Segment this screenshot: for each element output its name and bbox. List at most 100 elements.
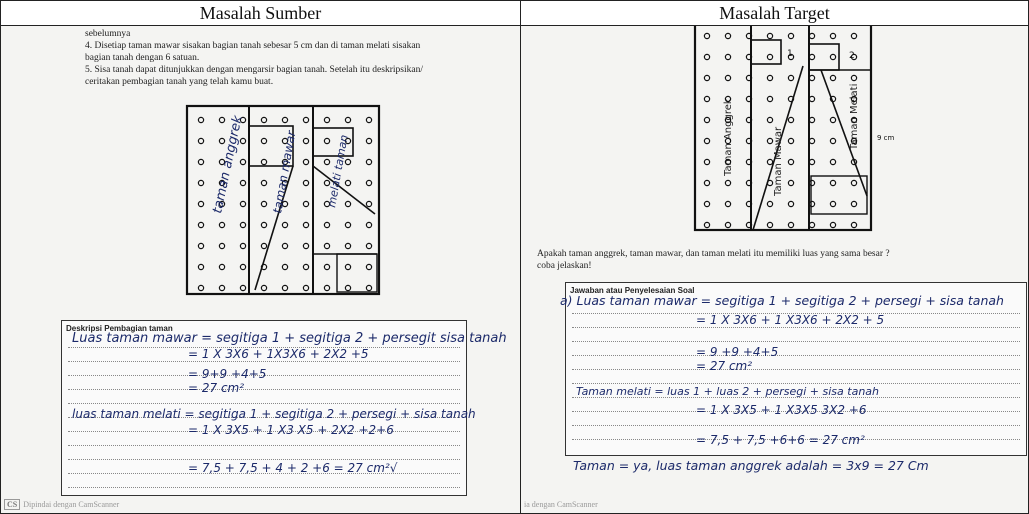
grid-dot <box>808 53 816 61</box>
grid-label-melati: melati taman <box>325 134 351 209</box>
grid-dot <box>808 137 816 145</box>
grid-dot <box>850 32 858 40</box>
grid-dot <box>260 137 268 145</box>
source-grid-diagram: taman anggrek taman mawar melati taman <box>185 104 381 296</box>
grid-dot <box>787 116 795 124</box>
grid-dot <box>745 53 753 61</box>
grid-dot <box>703 221 711 229</box>
grid-dot <box>197 158 205 166</box>
grid-dot <box>787 95 795 103</box>
grid-dot <box>850 221 858 229</box>
grid-dot <box>787 53 795 61</box>
grid-dot <box>344 137 352 145</box>
hand-line: = 27 cm² <box>696 359 753 373</box>
grid-dot <box>281 137 289 145</box>
grid-dot <box>703 32 711 40</box>
grid-dot <box>302 179 310 187</box>
grid-dot <box>703 53 711 61</box>
source-line-5: ceritakan pembagian tanah yang telah kam… <box>85 77 274 87</box>
grid-dot <box>281 263 289 271</box>
grid-dot <box>745 95 753 103</box>
question-line-2: coba jelaskan! <box>537 261 592 271</box>
hand-line: luas taman melati = segitiga 1 + segitig… <box>72 407 476 421</box>
grid-dot <box>218 200 226 208</box>
grid-dot <box>724 158 732 166</box>
grid-dot <box>197 242 205 250</box>
grid-dot <box>850 179 858 187</box>
hand-line: Taman melati = luas 1 + luas 2 + persegi… <box>576 385 880 398</box>
description-box: Deskripsi Pembagian taman Luas taman maw… <box>61 320 507 496</box>
grid-dot <box>344 221 352 229</box>
source-line-2: 4. Disetiap taman mawar sisakan bagian t… <box>85 41 421 51</box>
grid-dot <box>302 200 310 208</box>
grid-dot <box>724 179 732 187</box>
grid-dot <box>260 116 268 124</box>
grid-dot <box>829 53 837 61</box>
grid-dot <box>829 179 837 187</box>
grid-dot <box>260 284 268 292</box>
source-line-1: sebelumnya <box>85 29 131 39</box>
grid-dot <box>829 74 837 82</box>
grid-dot <box>766 158 774 166</box>
grid-dot <box>365 179 373 187</box>
target-problem-column: Masalah Target 1 2 9 cm Taman Anggrek Ta… <box>521 1 1028 513</box>
grid-dot <box>218 179 226 187</box>
hand-line: = 1 X 3X6 + 1X3X6 + 2X2 +5 <box>188 347 369 361</box>
grid-dot <box>197 200 205 208</box>
length-label: 9 cm <box>877 134 895 142</box>
grid-dot <box>850 158 858 166</box>
grid-dot <box>724 74 732 82</box>
grid-dot <box>323 242 331 250</box>
grid-dot <box>281 221 289 229</box>
grid-dot <box>365 116 373 124</box>
hand-line: Taman = ya, luas taman anggrek adalah = … <box>573 458 929 473</box>
grid-dot <box>197 221 205 229</box>
grid-dot <box>218 221 226 229</box>
source-line-3: bagian tanah dengan 6 satuan. <box>85 53 200 63</box>
grid-dot <box>766 137 774 145</box>
grid-dot <box>745 116 753 124</box>
grid-dot <box>281 284 289 292</box>
grid-dot <box>787 137 795 145</box>
grid-dot <box>787 32 795 40</box>
target-scan: 1 2 9 cm Taman Anggrek Taman Mawar Taman… <box>521 26 1028 513</box>
grid-dot <box>239 158 247 166</box>
grid-dot <box>260 221 268 229</box>
grid-dot <box>808 158 816 166</box>
grid-dot <box>323 263 331 271</box>
grid-dot <box>218 284 226 292</box>
grid-dot <box>260 242 268 250</box>
grid-dot <box>365 242 373 250</box>
grid-label-anggrek: taman anggrek <box>210 114 245 215</box>
grid-dot <box>724 32 732 40</box>
grid-dot <box>787 74 795 82</box>
grid-dot <box>724 116 732 124</box>
grid-dot <box>344 263 352 271</box>
grid-dot <box>239 242 247 250</box>
grid-dot <box>724 137 732 145</box>
grid-dot <box>808 32 816 40</box>
hand-line: = 1 X 3X6 + 1 X3X6 + 2X2 + 5 <box>696 313 885 327</box>
hand-line: = 1 X 3X5 + 1 X3 X5 + 2X2 +2+6 <box>188 423 394 437</box>
grid-dot <box>365 284 373 292</box>
grid-dot <box>808 200 816 208</box>
grid-dot <box>365 263 373 271</box>
grid-dot <box>302 116 310 124</box>
grid-dot <box>703 200 711 208</box>
grid-dot <box>829 137 837 145</box>
grid-dot <box>724 95 732 103</box>
grid-dot <box>323 179 331 187</box>
grid-dot <box>260 263 268 271</box>
grid-dot <box>218 263 226 271</box>
grid-dot <box>787 179 795 187</box>
grid-dot <box>218 158 226 166</box>
grid-dot <box>850 200 858 208</box>
grid-dot <box>829 95 837 103</box>
grid-dot <box>218 137 226 145</box>
grid-dot <box>850 116 858 124</box>
grid-dot <box>197 179 205 187</box>
grid-dot <box>197 263 205 271</box>
triangle-1-label: 1 <box>787 49 793 59</box>
